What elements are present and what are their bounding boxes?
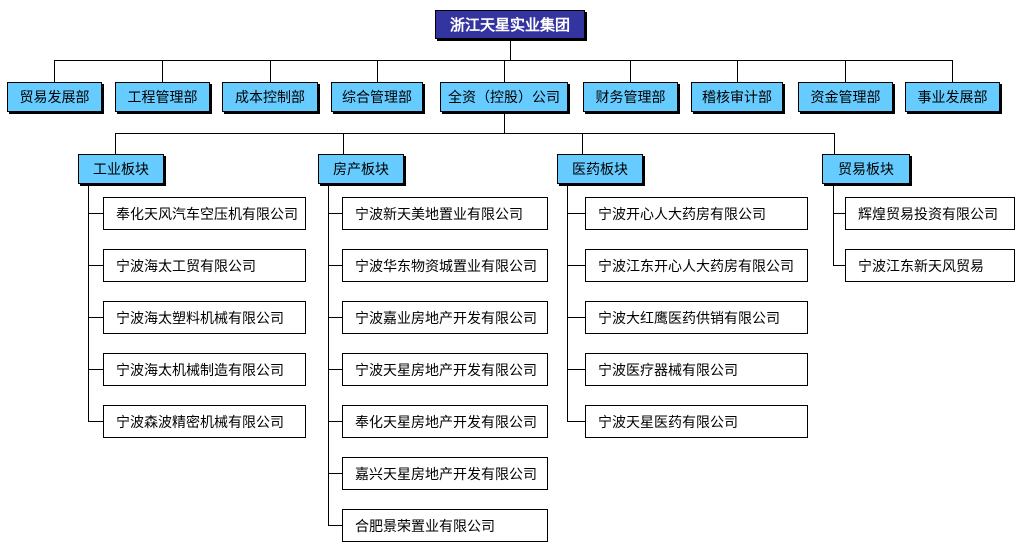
connector-elbow [567,317,585,318]
company-box: 奉化天星房地产开发有限公司 [342,405,548,438]
connector-elbow [328,525,342,526]
department-box: 全资（控股）公司 [440,82,568,112]
connector-elbow [567,213,585,214]
company-box: 宁波开心人大药房有限公司 [585,197,808,230]
connector [115,133,835,134]
company-box: 宁波海太塑料机械有限公司 [103,301,306,334]
connector-elbow [328,213,342,214]
company-box: 宁波嘉业房地产开发有限公司 [342,301,548,334]
connector [834,133,835,154]
department-box: 事业发展部 [905,82,1000,112]
connector [54,60,55,82]
connector-elbow [567,265,585,266]
connector-elbow [88,369,103,370]
department-box: 稽核审计部 [691,82,783,112]
connector [952,60,953,82]
company-box: 辉煌贸易投资有限公司 [845,197,1015,230]
connector-elbow [567,421,585,422]
company-box: 宁波新天美地置业有限公司 [342,197,548,230]
company-box: 宁波海太机械制造有限公司 [103,353,306,386]
connector-elbow [328,265,342,266]
company-box: 宁波天星房地产开发有限公司 [342,353,548,386]
connector [115,133,116,154]
department-box: 资金管理部 [798,82,893,112]
connector-trunk [328,184,329,526]
connector-trunk [833,184,834,266]
section-box: 房产板块 [318,154,404,184]
section-box: 医药板块 [557,154,643,184]
company-box: 宁波华东物资城置业有限公司 [342,249,548,282]
company-box: 奉化天风汽车空压机有限公司 [103,197,306,230]
company-box: 宁波医疗器械有限公司 [585,353,808,386]
connector [504,112,505,133]
connector-elbow [833,265,845,266]
connector [845,60,846,82]
connector [270,60,271,82]
company-box: 宁波江东新天风贸易 [845,249,1015,282]
connector-elbow [328,421,342,422]
company-box: 嘉兴天星房地产开发有限公司 [342,457,548,490]
connector [504,60,505,82]
company-box: 宁波天星医药有限公司 [585,405,808,438]
connector-elbow [88,421,103,422]
connector [582,133,583,154]
company-box: 合肥景荣置业有限公司 [342,509,548,542]
section-box: 工业板块 [78,154,164,184]
connector [343,133,344,154]
company-box: 宁波江东开心人大药房有限公司 [585,249,808,282]
department-box: 综合管理部 [331,82,423,112]
connector-elbow [88,213,103,214]
company-box: 宁波海太工贸有限公司 [103,249,306,282]
connector-elbow [328,369,342,370]
department-box: 财务管理部 [583,82,678,112]
department-box: 成本控制部 [222,82,318,112]
connector-trunk [567,184,568,422]
connector-elbow [88,265,103,266]
company-box: 宁波森波精密机械有限公司 [103,405,306,438]
department-box: 工程管理部 [115,82,210,112]
root-box: 浙江天星实业集团 [435,10,585,39]
department-box: 贸易发展部 [7,82,102,112]
connector-elbow [328,317,342,318]
connector-elbow [567,369,585,370]
connector [377,60,378,82]
connector-trunk [88,184,89,422]
connector-elbow [88,317,103,318]
connector [162,60,163,82]
connector [630,60,631,82]
connector [54,60,953,61]
section-box: 贸易板块 [822,154,910,184]
connector [510,39,511,60]
connector-elbow [328,473,342,474]
company-box: 宁波大红鹰医药供销有限公司 [585,301,808,334]
connector [737,60,738,82]
connector-elbow [833,213,845,214]
